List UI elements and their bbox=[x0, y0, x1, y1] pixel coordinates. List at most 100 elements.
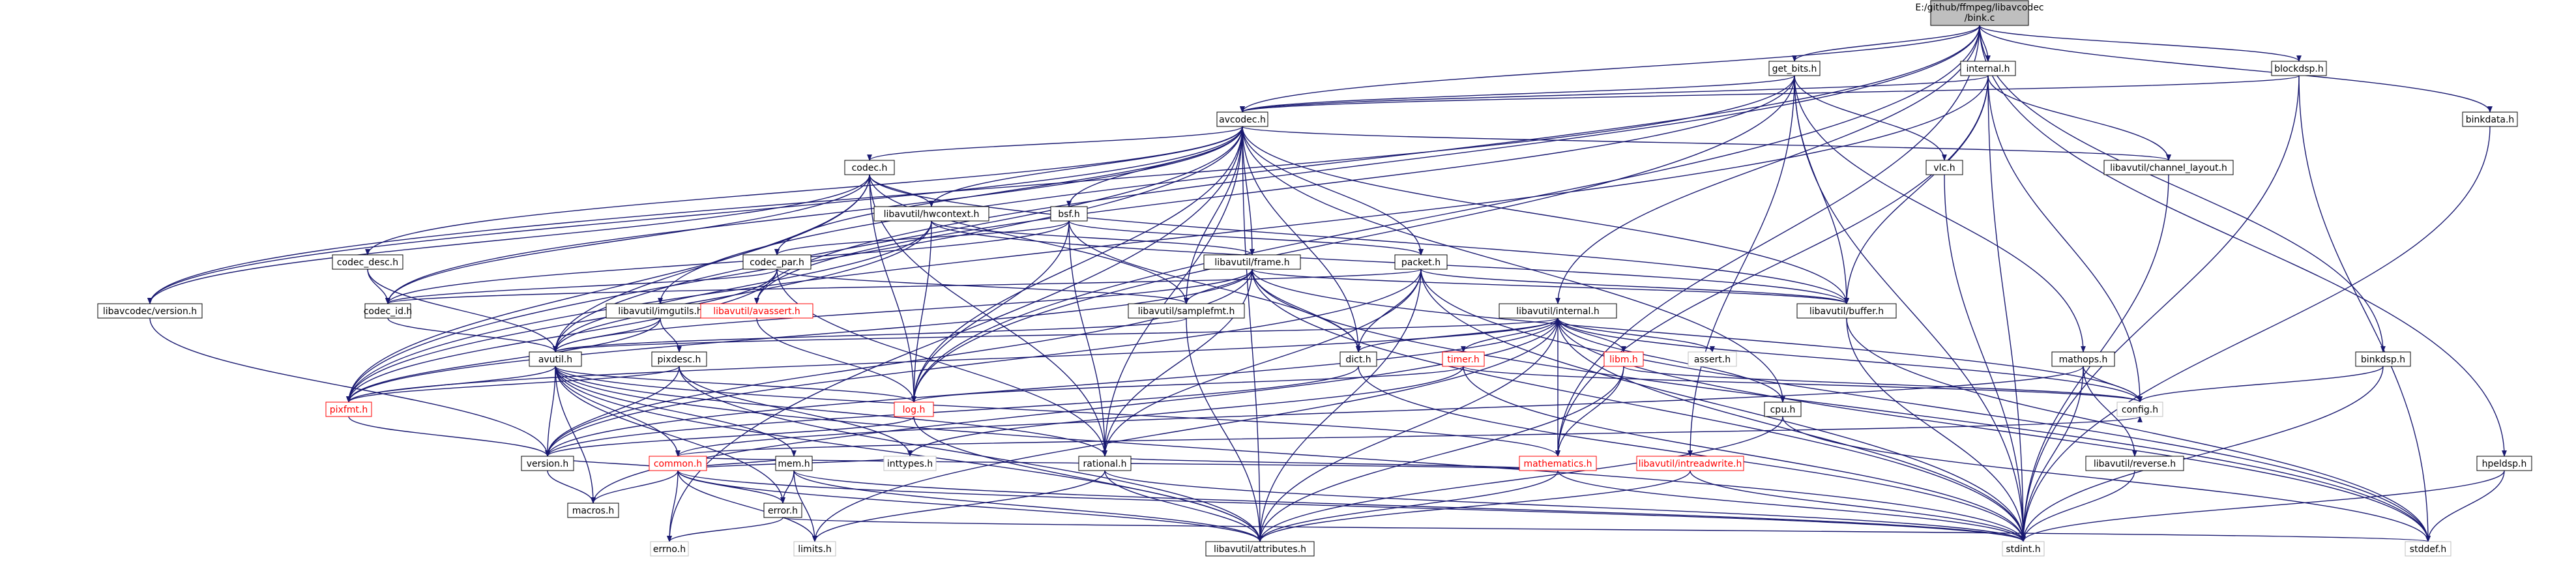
edge-root-to-avcodec bbox=[1240, 25, 1980, 113]
node-errno[interactable]: errno.h bbox=[650, 541, 689, 557]
edge-blockdsp-to-stddef bbox=[2298, 75, 2431, 542]
node-hwcontext-label: libavutil/hwcontext.h bbox=[884, 209, 980, 220]
node-inttypes-box bbox=[883, 456, 937, 471]
edge-codec_id-to-avutil bbox=[387, 317, 558, 353]
edge-lavuinternal-to-stddef bbox=[1557, 317, 2431, 542]
edge-common-to-macros bbox=[591, 470, 679, 504]
node-rational-label: rational.h bbox=[1083, 459, 1127, 469]
node-internal-box bbox=[1960, 61, 2016, 76]
edge-imgutils-to-pixfmt bbox=[346, 317, 661, 403]
node-version[interactable]: version.h bbox=[521, 456, 574, 471]
node-reverse-box bbox=[2085, 456, 2184, 471]
node-avcodec-label: avcodec.h bbox=[1219, 115, 1266, 125]
node-intreadwrite[interactable]: libavutil/intreadwrite.h bbox=[1636, 456, 1744, 471]
edge-frame-to-stddef bbox=[1251, 269, 2431, 542]
node-mathops[interactable]: mathops.h bbox=[2051, 351, 2115, 367]
edge-avcodec-to-bsf bbox=[1066, 126, 1243, 207]
node-config[interactable]: config.h bbox=[2116, 401, 2163, 417]
node-hpeldsp[interactable]: hpeldsp.h bbox=[2476, 456, 2532, 471]
node-log[interactable]: log.h bbox=[894, 401, 934, 417]
node-get_bits-box bbox=[1768, 61, 1821, 76]
node-chlayout-label: libavutil/channel_layout.h bbox=[2110, 163, 2227, 173]
node-macros[interactable]: macros.h bbox=[567, 503, 619, 518]
node-lavcversion[interactable]: libavcodec/version.h bbox=[97, 303, 203, 319]
node-internal[interactable]: internal.h bbox=[1960, 61, 2016, 76]
node-get_bits-label: get_bits.h bbox=[1772, 64, 1817, 74]
node-bsf[interactable]: bsf.h bbox=[1050, 206, 1088, 222]
edge-root-to-binkdsp bbox=[1979, 25, 2386, 353]
node-lavuinternal[interactable]: libavutil/internal.h bbox=[1499, 303, 1617, 319]
node-mem-label: mem.h bbox=[778, 459, 810, 469]
node-samplefmt[interactable]: libavutil/samplefmt.h bbox=[1128, 303, 1245, 319]
node-pixfmt-box bbox=[325, 401, 372, 417]
node-mem[interactable]: mem.h bbox=[775, 456, 813, 471]
node-avassert[interactable]: libavutil/avassert.h bbox=[700, 303, 813, 319]
edge-lavuinternal-to-cpu bbox=[1557, 317, 1785, 403]
node-hwcontext[interactable]: libavutil/hwcontext.h bbox=[873, 206, 989, 222]
node-chlayout[interactable]: libavutil/channel_layout.h bbox=[2103, 160, 2234, 175]
edge-get_bits-to-avassert bbox=[754, 75, 1795, 304]
node-attributes[interactable]: libavutil/attributes.h bbox=[1205, 541, 1315, 557]
node-imgutils[interactable]: libavutil/imgutils.h bbox=[606, 303, 715, 319]
node-binkdata[interactable]: binkdata.h bbox=[2462, 111, 2518, 127]
node-samplefmt-label: libavutil/samplefmt.h bbox=[1138, 306, 1235, 317]
edge-root-to-binkdata bbox=[1979, 25, 2493, 113]
node-mathops-box bbox=[2051, 351, 2115, 367]
node-pixdesc[interactable]: pixdesc.h bbox=[651, 351, 707, 367]
edge-codec-to-lavcversion bbox=[147, 174, 870, 304]
node-asserth-box bbox=[1688, 351, 1737, 367]
edge-internal-to-config bbox=[1987, 75, 2143, 403]
node-frame-box bbox=[1203, 254, 1301, 270]
node-avutil[interactable]: avutil.h bbox=[529, 351, 582, 367]
node-buffer[interactable]: libavutil/buffer.h bbox=[1796, 303, 1897, 319]
node-frame[interactable]: libavutil/frame.h bbox=[1203, 254, 1301, 270]
node-attributes-label: libavutil/attributes.h bbox=[1214, 544, 1306, 555]
edge-get_bits-to-vlc bbox=[1794, 75, 1947, 161]
edge-lavuinternal-to-attributes bbox=[1257, 317, 1559, 542]
node-limits[interactable]: limits.h bbox=[793, 541, 836, 557]
node-get_bits[interactable]: get_bits.h bbox=[1768, 61, 1821, 76]
node-binkdsp[interactable]: binkdsp.h bbox=[2355, 351, 2411, 367]
edge-intreadwrite-to-attributes bbox=[1257, 470, 1691, 542]
node-codec_par[interactable]: codec_par.h bbox=[742, 254, 812, 270]
node-dict[interactable]: dict.h bbox=[1339, 351, 1377, 367]
node-codec[interactable]: codec.h bbox=[844, 160, 895, 175]
node-inttypes[interactable]: inttypes.h bbox=[883, 456, 937, 471]
dependency-edges bbox=[147, 25, 2507, 542]
edge-hwcontext-to-avutil bbox=[553, 220, 932, 353]
node-asserth[interactable]: assert.h bbox=[1688, 351, 1737, 367]
node-codec_desc[interactable]: codec_desc.h bbox=[332, 254, 403, 270]
node-stdint[interactable]: stdint.h bbox=[2002, 541, 2045, 557]
edge-bsf-to-codec_id bbox=[385, 220, 1070, 304]
node-packet[interactable]: packet.h bbox=[1394, 254, 1448, 270]
node-common[interactable]: common.h bbox=[649, 456, 707, 471]
edge-blockdsp-to-stdint bbox=[2021, 75, 2300, 542]
node-mathematics[interactable]: mathematics.h bbox=[1519, 456, 1597, 471]
node-cpu[interactable]: cpu.h bbox=[1764, 401, 1802, 417]
edge-bsf-to-codec_par bbox=[774, 220, 1070, 255]
node-timer[interactable]: timer.h bbox=[1442, 351, 1485, 367]
node-codec_id-label: codec_id.h bbox=[364, 306, 413, 317]
node-codec_id[interactable]: codec_id.h bbox=[364, 303, 413, 319]
node-stdint-label: stdint.h bbox=[2006, 544, 2040, 555]
node-stddef[interactable]: stddef.h bbox=[2405, 541, 2452, 557]
node-common-label: common.h bbox=[654, 459, 702, 469]
node-libm[interactable]: libm.h bbox=[1603, 351, 1644, 367]
edge-binkdata-to-stdint bbox=[2021, 126, 2491, 542]
node-error[interactable]: error.h bbox=[763, 503, 802, 518]
node-vlc[interactable]: vlc.h bbox=[1925, 160, 1963, 175]
node-root[interactable]: E:/github/ffmpeg/libavcodec/bink.c bbox=[1915, 0, 2044, 26]
node-libm-label: libm.h bbox=[1609, 355, 1638, 365]
node-pixfmt[interactable]: pixfmt.h bbox=[325, 401, 372, 417]
node-blockdsp[interactable]: blockdsp.h bbox=[2271, 61, 2327, 76]
node-frame-label: libavutil/frame.h bbox=[1214, 257, 1289, 268]
edge-codec_par-to-rational bbox=[776, 269, 1107, 457]
node-reverse[interactable]: libavutil/reverse.h bbox=[2085, 456, 2184, 471]
node-avcodec[interactable]: avcodec.h bbox=[1216, 111, 1268, 127]
edge-avassert-to-log bbox=[756, 317, 916, 403]
node-stddef-label: stddef.h bbox=[2410, 544, 2446, 555]
edge-rational-to-stdint bbox=[1104, 470, 2026, 542]
node-avassert-box bbox=[700, 303, 813, 319]
node-rational[interactable]: rational.h bbox=[1078, 456, 1132, 471]
node-timer-label: timer.h bbox=[1447, 355, 1479, 365]
